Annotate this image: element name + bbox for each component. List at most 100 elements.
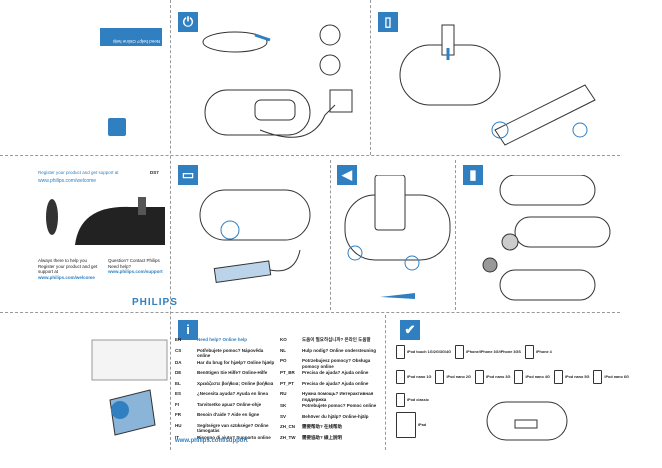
help-text: Har du brug for hjælp? Online hjælp bbox=[197, 359, 275, 365]
help-row: IT Bisogno di aiuto? Supporto online bbox=[175, 435, 275, 446]
device-label: iPod nano 3G bbox=[485, 375, 511, 379]
help-text: Χρειάζεστε βοήθεια; Online βοήθεια bbox=[197, 380, 274, 386]
language-code: FI bbox=[175, 401, 179, 407]
help-text: Besoin d'aide ? Aide en ligne bbox=[197, 412, 260, 417]
device-icon bbox=[396, 412, 416, 438]
help-row: DA Har du brug for hjælp? Online hjælp bbox=[175, 360, 275, 371]
cover-url[interactable]: www.philips.com/welcome bbox=[38, 274, 95, 280]
laptop-illustration bbox=[91, 339, 168, 436]
register-icon bbox=[108, 118, 126, 136]
language-code: KO bbox=[280, 337, 287, 342]
device-icon bbox=[455, 345, 465, 359]
help-text: 需要帮助? 在线帮助 bbox=[302, 424, 342, 429]
language-code: PT_PT bbox=[280, 380, 295, 386]
battery-illustration bbox=[482, 175, 611, 301]
help-row: ZH_TW 需要協助? 線上說明 bbox=[280, 435, 383, 446]
help-row: PO Potrzebujesz pomocy? Obsługa pomocy on… bbox=[280, 358, 383, 370]
divider bbox=[370, 0, 371, 155]
cover-text: Need help? bbox=[108, 263, 132, 269]
cover-text-right: Question? Contact Philips Need help? www… bbox=[108, 258, 168, 275]
language-code: EN bbox=[175, 337, 182, 342]
compat-row-2: iPod nano 1G iPod nano 2G iPod nano 3G iPod… bbox=[396, 370, 631, 384]
register-line: Register your product and get support at bbox=[38, 170, 119, 175]
cover-url[interactable]: www.philips.com/support bbox=[108, 269, 163, 274]
divider bbox=[0, 312, 620, 313]
language-code: ZH_CN bbox=[280, 424, 296, 429]
help-row: NL Hulp nodig? Online ondersteuning bbox=[280, 348, 383, 359]
language-code: PO bbox=[280, 358, 287, 363]
divider bbox=[455, 160, 456, 310]
cover-text: Always there to help you bbox=[38, 258, 88, 263]
help-text: Precisa de ajuda? Ajuda online bbox=[302, 370, 369, 375]
language-code: PT_BR bbox=[280, 370, 295, 375]
language-code: RU bbox=[280, 391, 287, 396]
language-code: ES bbox=[175, 391, 182, 396]
help-text: Precisa de ajuda? Ajuda online bbox=[302, 380, 369, 386]
language-code: DA bbox=[175, 359, 182, 365]
help-text: Need help? Online help bbox=[197, 337, 248, 342]
cover-text-left: Always there to help you Register your p… bbox=[38, 258, 100, 280]
device-label: iPod touch 1G/2G/3G/4G bbox=[407, 350, 452, 354]
device-icon bbox=[435, 370, 445, 384]
help-text: Benötigen Sie Hilfe? Online-Hilfe bbox=[197, 370, 268, 375]
cover-text: Register your product and get support at bbox=[38, 263, 98, 275]
help-text: Bisogno di aiuto? Supporto online bbox=[197, 434, 271, 440]
language-code: EL bbox=[175, 380, 181, 386]
device-icon bbox=[524, 345, 534, 359]
help-text: Hulp nodig? Online ondersteuning bbox=[302, 347, 376, 353]
aux-illustration bbox=[199, 189, 311, 283]
language-code: CS bbox=[175, 347, 182, 353]
device-label: iPod nano 4G bbox=[525, 375, 550, 379]
welcome-url[interactable]: www.philips.com/welcome bbox=[38, 178, 97, 184]
device-label: iPod nano 2G bbox=[446, 375, 471, 379]
info-icon: i bbox=[178, 320, 198, 340]
speaker-icon: ◀ bbox=[337, 165, 357, 185]
philips-logo: PHILIPS bbox=[132, 297, 178, 308]
device-label: iPod nano 6G bbox=[604, 375, 629, 379]
divider bbox=[385, 315, 386, 450]
help-text: Potrebujete pomoc? Pomoc online bbox=[302, 403, 377, 408]
help-list-right: KO 도움이 필요하십니까? 온라인 도움말 NL Hulp nodig? Onlin… bbox=[280, 337, 383, 445]
help-row: KO 도움이 필요하십니까? 온라인 도움말 bbox=[280, 337, 383, 348]
language-code: DE bbox=[175, 370, 182, 375]
language-code: FR bbox=[175, 412, 181, 417]
help-text: 需要協助? 線上說明 bbox=[302, 434, 342, 440]
help-text: Behöver du hjälp? Online-hjälp bbox=[302, 413, 369, 419]
help-row: RU Нужна помощь? Интерактивная поддержка bbox=[280, 391, 383, 403]
help-row: ES ¿Necesita ayuda? Ayuda en línea bbox=[175, 391, 275, 402]
device-label: iPhone 4 bbox=[535, 350, 552, 354]
compat-row-4: iPad bbox=[396, 412, 428, 438]
device-label: iPod classic bbox=[407, 398, 429, 402]
help-row: CS Potřebujete pomoc? Nápověda online bbox=[175, 348, 275, 360]
device-icon bbox=[396, 370, 405, 384]
device-icon bbox=[396, 345, 405, 359]
device-label: iPod nano 5G bbox=[564, 375, 590, 379]
help-text: ¿Necesita ayuda? Ayuda en línea bbox=[197, 391, 268, 396]
language-code: ZH_TW bbox=[280, 434, 296, 440]
support-url[interactable]: www.philips.com/support bbox=[175, 438, 248, 444]
device-icon bbox=[474, 370, 484, 384]
help-text: Нужна помощь? Интерактивная поддержка bbox=[302, 391, 374, 402]
help-text: Segítségre van szüksége? Online támogatá… bbox=[197, 422, 269, 434]
help-row: DE Benötigen Sie Hilfe? Online-Hilfe bbox=[175, 370, 275, 381]
device-icon bbox=[553, 370, 563, 384]
device-icon bbox=[514, 370, 524, 384]
language-code: NL bbox=[280, 347, 286, 353]
help-text: Potrzebujesz pomocy? Obsługa pomocy onli… bbox=[302, 358, 371, 369]
help-text: 도움이 필요하십니까? 온라인 도움말 bbox=[302, 337, 371, 342]
cover-text: Question? Contact Philips bbox=[108, 258, 160, 263]
help-text: Potřebujete pomoc? Nápověda online bbox=[197, 347, 264, 359]
divider bbox=[0, 155, 620, 156]
help-row: EN Need help? Online help bbox=[175, 337, 275, 348]
device-label: iPod nano 1G bbox=[407, 375, 432, 379]
battery-icon: ▮ bbox=[463, 165, 483, 185]
language-code: IT bbox=[175, 434, 179, 440]
help-sticker: Need help? Online help bbox=[100, 28, 162, 46]
dock-illustration bbox=[399, 24, 596, 146]
dock-icon bbox=[486, 401, 568, 441]
power-illustration bbox=[202, 24, 353, 138]
